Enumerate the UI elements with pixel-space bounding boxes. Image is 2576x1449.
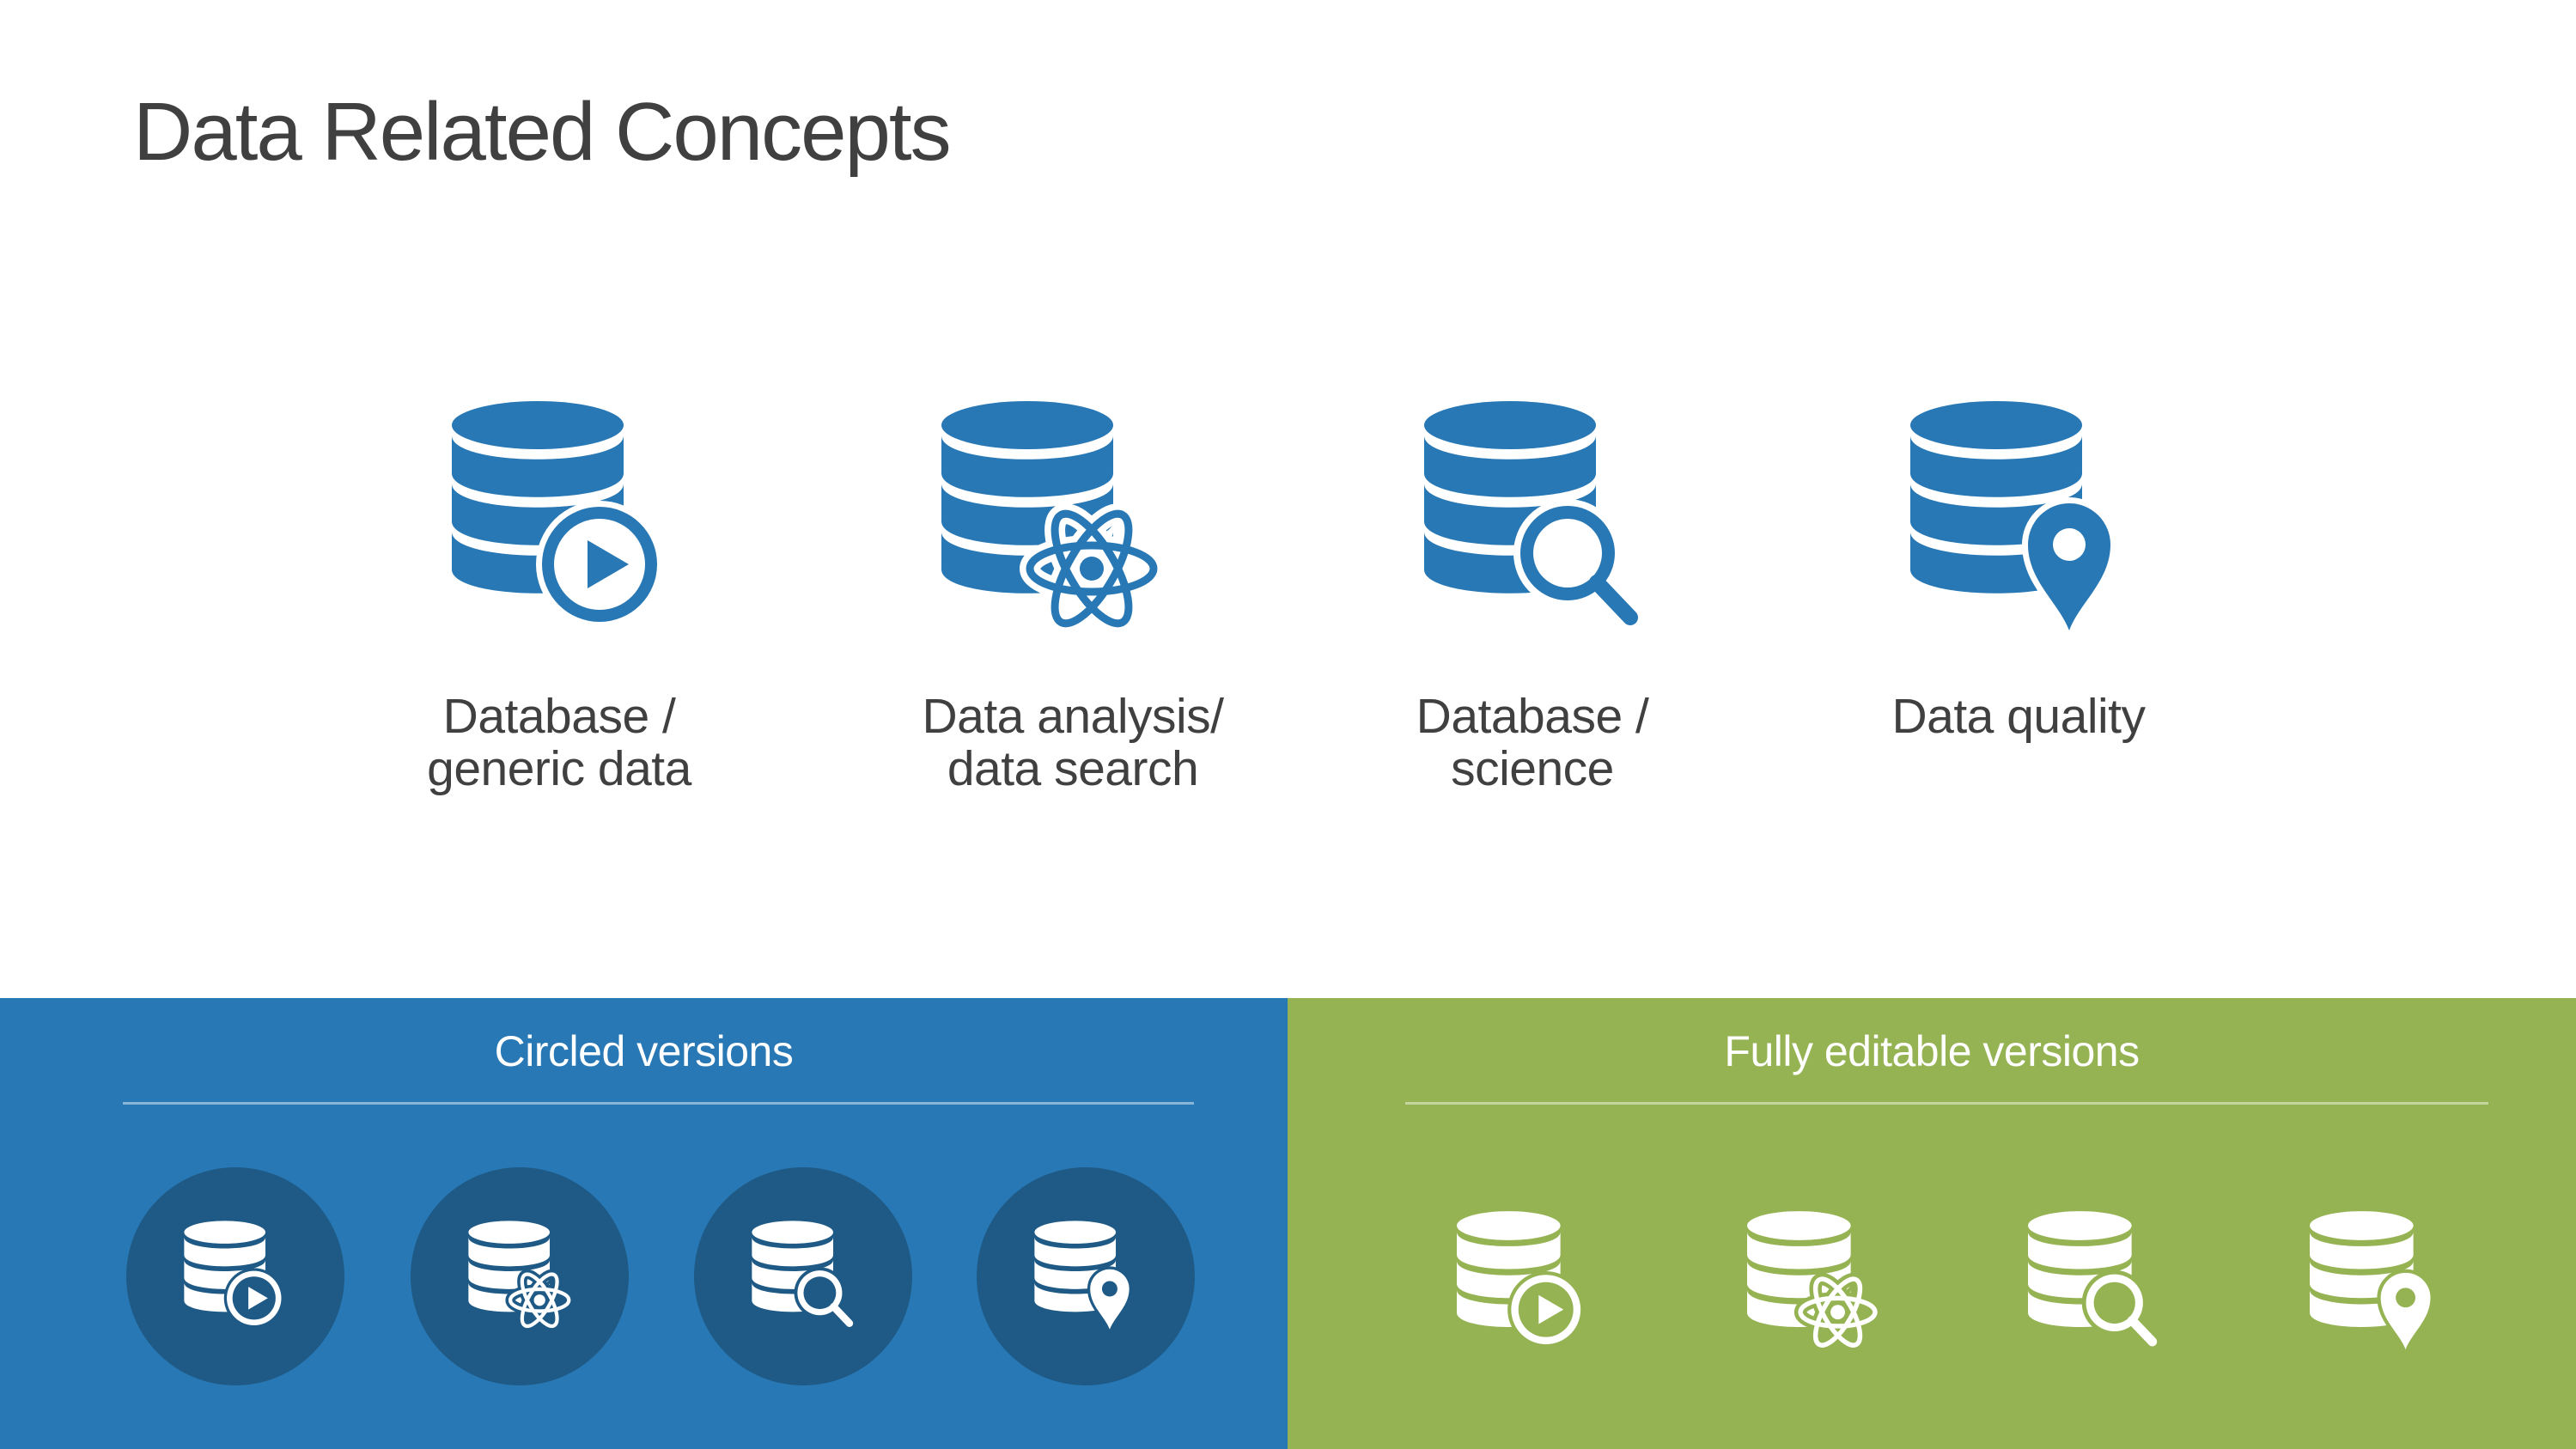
section-circled-versions: Circled versions <box>0 998 1288 1449</box>
slide-title: Data Related Concepts <box>133 86 952 178</box>
database-play-editable-icon <box>1454 1209 1590 1356</box>
database-pin-editable-icon <box>2307 1209 2443 1356</box>
concept-label-database-science: Database / science <box>1266 691 1799 795</box>
concept-label-line2: generic data <box>427 741 691 796</box>
database-atom-editable-icon <box>1745 1209 1880 1356</box>
editable-divider <box>1405 1102 2488 1105</box>
editable-versions-title: Fully editable versions <box>1724 1027 2140 1075</box>
database-search-icon <box>1420 397 1645 642</box>
concept-label-data-quality: Data quality <box>1752 691 2285 743</box>
concept-label-line1: Data analysis/ <box>922 689 1224 744</box>
icon-circle <box>694 1167 912 1385</box>
concept-label-line1: Data quality <box>1891 689 2146 744</box>
concept-label-data-analysis-search: Data analysis/ data search <box>807 691 1339 795</box>
database-pin-icon <box>1906 397 2131 642</box>
icon-circle <box>126 1167 344 1385</box>
database-play-icon <box>448 397 673 642</box>
database-atom-icon <box>937 397 1162 642</box>
icon-circle <box>977 1167 1195 1385</box>
circled-versions-title: Circled versions <box>494 1027 794 1075</box>
concept-label-line2: science <box>1451 741 1614 796</box>
database-atom-circled-icon <box>466 1219 573 1335</box>
circled-divider <box>123 1102 1194 1105</box>
database-search-circled-icon <box>750 1219 856 1335</box>
concept-label-line2: data search <box>947 741 1199 796</box>
concept-label-database-generic-data: Database / generic data <box>293 691 825 795</box>
database-pin-circled-icon <box>1032 1219 1139 1335</box>
section-fully-editable-versions: Fully editable versions <box>1288 998 2576 1449</box>
database-play-circled-icon <box>182 1219 289 1335</box>
concept-label-line1: Database / <box>442 689 676 744</box>
icon-circle <box>411 1167 629 1385</box>
concept-label-line1: Database / <box>1416 689 1649 744</box>
database-search-editable-icon <box>2025 1209 2161 1356</box>
